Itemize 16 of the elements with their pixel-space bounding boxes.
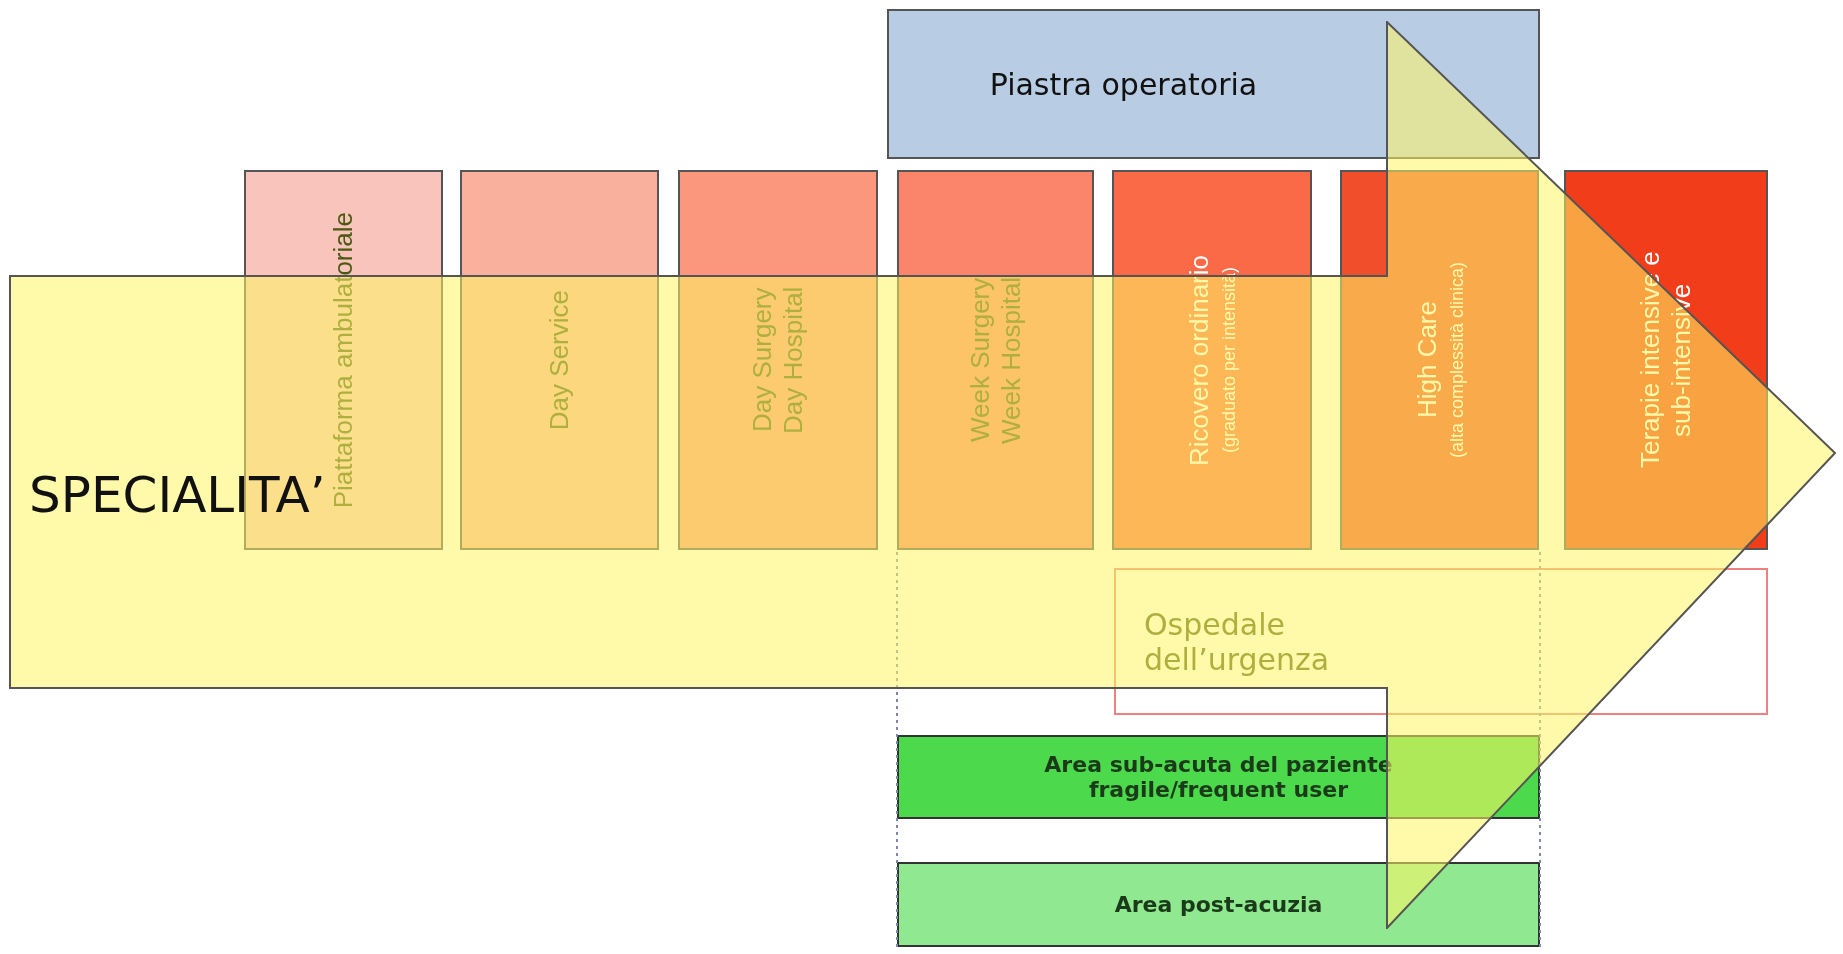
box-label: Area post-acuzia [1114,892,1323,917]
box-sublabel: (alta complessità clinica) [1446,261,1468,459]
box-label: Piattaforma ambulatoriale [328,211,359,509]
box-label: Ospedale dell’urgenza [1144,606,1331,677]
box-label: Day Service [544,289,575,431]
area-box [897,735,1540,819]
box-label: Week Surgery Week Hospital [964,275,1027,446]
box-label: Day Surgery Day Hospital [747,285,809,436]
box-label: High Care [1411,301,1443,419]
area-box [897,862,1540,947]
box-sublabel: (graduato per intensità) [1219,266,1240,454]
area-box [887,9,1540,159]
arrow-label: SPECIALITA’ [29,466,326,524]
box-label: Terapie intensive e sub-intensive [1635,250,1697,471]
box-label: Piastra operatoria [989,66,1258,102]
box-label: Ricovero ordinario [1184,254,1215,466]
